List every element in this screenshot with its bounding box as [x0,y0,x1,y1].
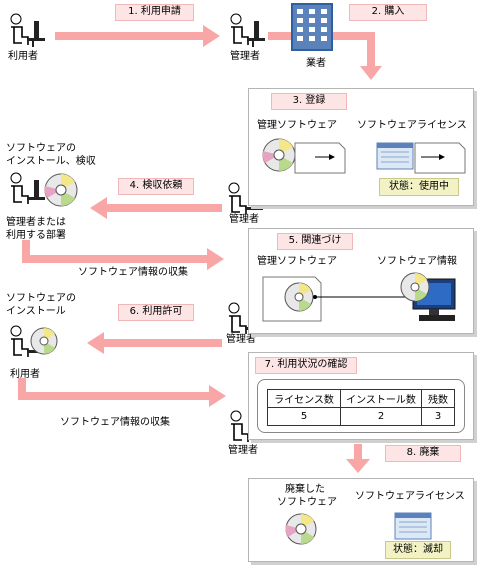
actor-admin-4: 管理者 [228,445,258,456]
actor-dept-line2: 利用する部署 [6,230,66,241]
note-install-1: ソフトウェアの [6,293,76,304]
step-6-label: 6. 利用許可 [118,304,194,321]
cd-icon [284,282,314,312]
dispose-status-badge: 状態：滅却 [385,541,451,559]
step-2-label: 2. 購入 [349,4,427,21]
panel-register: 3. 登録 管理ソフトウェア ソフトウェアライセンス 状態：使用中 [248,88,474,206]
license-usage-table: ライセンス数 インストール数 残数 5 2 3 [267,389,455,426]
step-5-label: 5. 関連づけ [277,233,353,250]
vendor-building-icon [291,3,333,51]
actor-admin-3: 管理者 [226,334,256,345]
admin-at-pc-icon [230,13,265,47]
associate-software-info: ソフトウェア情報 [377,256,457,267]
cd-icon [400,272,430,302]
dispose-license: ソフトウェアライセンス [355,491,465,502]
note-collect-1: ソフトウェア情報の収集 [78,267,188,278]
register-status-badge: 状態：使用中 [379,178,459,196]
panel-usage: 7. 利用状況の確認 ライセンス数 インストール数 残数 5 2 3 [248,352,474,440]
dispose-software-line2: ソフトウェア [277,497,337,508]
arrow-collect-1 [22,240,224,270]
license-form-icon [376,142,414,170]
register-license: ソフトウェアライセンス [357,120,467,131]
cd-icon [262,138,296,172]
step-8-label: 8. 廃棄 [385,445,461,462]
actor-admin-2: 管理者 [229,214,259,225]
note-install-check-2: インストール、検収 [6,156,96,167]
note-install-2: インストール [6,306,66,317]
arrow-purchase [268,32,382,80]
step-3-label: 3. 登録 [271,93,347,110]
table-header: 残数 [421,389,455,408]
actor-user-bottom: 利用者 [10,369,40,380]
dept-at-pc-icon [10,172,78,207]
actor-user-top: 利用者 [8,51,38,62]
register-icons [262,138,466,174]
table-cell: 2 [340,407,422,426]
associate-managed-software: 管理ソフトウェア [257,256,337,267]
arrow-apply [55,25,220,47]
arrow-inspect-request [90,197,222,219]
dispose-software-line1: 廃棄した [285,484,325,495]
arrow-permit [87,332,222,354]
document-icon [414,142,466,174]
register-managed-software: 管理ソフトウェア [257,120,337,131]
arrow-collect-2 [18,378,226,407]
step-7-label: 7. 利用状況の確認 [255,357,357,374]
user-at-pc-icon [10,325,58,357]
panel-associate: 5. 関連づけ 管理ソフトウェア ソフトウェア情報 [248,228,474,334]
actor-dept-line1: 管理者または [6,217,66,228]
dispose-icons [285,512,432,545]
associate-icons [262,272,456,322]
arrow-dispose [346,444,370,473]
license-form-icon [394,512,432,540]
cd-icon [285,513,317,545]
step-4-label: 4. 検収依頼 [118,178,194,195]
note-collect-2: ソフトウェア情報の収集 [60,417,170,428]
table-cell: 3 [421,407,455,426]
panel-dispose: 廃棄した ソフトウェア ソフトウェアライセンス 状態：滅却 [248,478,474,562]
table-cell: 5 [267,407,341,426]
table-header: ライセンス数 [267,389,341,408]
table-row: 5 2 3 [267,407,455,426]
note-install-check-1: ソフトウェアの [6,143,76,154]
table-row: ライセンス数 インストール数 残数 [267,389,455,408]
user-at-pc-icon [10,13,45,47]
table-header: インストール数 [340,389,422,408]
actor-admin-1: 管理者 [230,51,260,62]
document-icon [294,142,346,174]
step-1-label: 1. 利用申請 [115,4,194,21]
actor-vendor: 業者 [306,58,326,69]
